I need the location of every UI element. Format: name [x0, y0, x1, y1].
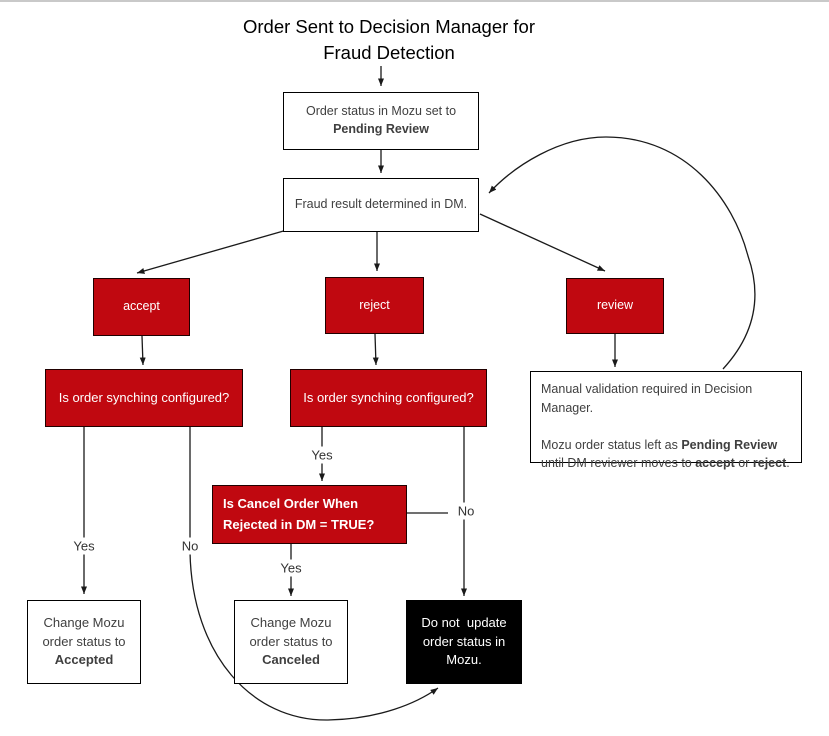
label-yes-cancel-branch: Yes: [276, 559, 306, 577]
canceled-line3: Canceled: [262, 652, 320, 668]
node-review: review: [566, 278, 664, 334]
accepted-line3: Accepted: [54, 652, 114, 668]
arrow-accept-to-sync: [139, 335, 146, 366]
node-reject: reject: [325, 277, 424, 334]
diagram-title-line1: Order Sent to Decision Manager for: [242, 16, 536, 37]
sync-question-right-text: Is order synching configured?: [303, 389, 474, 405]
node-status-canceled: Change Mozu order status to Canceled: [234, 600, 348, 684]
manual-validation-p2-accept: accept: [695, 456, 735, 471]
manual-validation-p2-end: .: [786, 456, 790, 471]
node-no-update: Do not update order status in Mozu.: [406, 600, 522, 684]
accepted-line2: order status to: [42, 633, 126, 649]
no-update-line1: Do not update: [421, 615, 507, 631]
manual-validation-p2-pre: Mozu order status left as: [541, 437, 682, 452]
node-sync-question-right: Is order synching configured?: [290, 369, 487, 427]
pending-review-line1: Order status in Mozu set to: [305, 104, 457, 119]
no-update-line2: order status in: [422, 633, 506, 649]
diagram-title: Order Sent to Decision Manager for Fraud…: [159, 14, 619, 67]
label-yes-accept-branch: Yes: [69, 537, 99, 555]
review-label: review: [596, 298, 634, 313]
canceled-line2: order status to: [249, 633, 333, 649]
node-sync-question-left: Is order synching configured?: [45, 369, 243, 427]
sync-question-left-text: Is order synching configured?: [58, 389, 230, 405]
manual-validation-p2-or: or: [734, 456, 753, 471]
node-manual-validation: Manual validation required in Decision M…: [530, 371, 802, 470]
arrow-loop-review-to-fraud: [488, 136, 756, 370]
window-top-border: [0, 0, 829, 2]
accept-label: accept: [123, 299, 160, 314]
pending-review-line2: Pending Review: [333, 122, 429, 136]
node-fraud-result: Fraud result determined in DM.: [283, 178, 479, 232]
canceled-line1: Change Mozu: [250, 615, 332, 631]
manual-validation-p2-mid: until DM reviewer moves to: [541, 456, 696, 471]
label-yes-reject-branch: Yes: [307, 446, 337, 464]
arrow-fraud-to-review: [479, 213, 606, 272]
cancel-question-line2: Rejected in DM = TRUE?: [223, 516, 375, 532]
manual-validation-paragraph2: Mozu order status left as Pending Review…: [541, 436, 791, 474]
label-no-accept-branch: No: [177, 537, 203, 555]
node-status-accepted: Change Mozu order status to Accepted: [27, 600, 141, 684]
arrow-reject-to-sync: [372, 333, 379, 366]
diagram-title-line2: Fraud Detection: [323, 42, 455, 64]
cancel-question-line1: Is Cancel Order When: [223, 496, 359, 512]
manual-validation-p2-pending-review: Pending Review: [681, 437, 778, 452]
no-update-line3: Mozu.: [446, 652, 482, 668]
manual-validation-paragraph1: Manual validation required in Decision M…: [541, 382, 753, 415]
node-cancel-question: Is Cancel Order When Rejected in DM = TR…: [212, 485, 407, 544]
node-accept: accept: [93, 278, 190, 336]
arrow-sync-no-curve-to-noupdate: [189, 427, 439, 721]
node-pending-review: Order status in Mozu set to Pending Revi…: [283, 92, 479, 150]
accepted-line1: Change Mozu: [43, 615, 125, 631]
fraud-result-text: Fraud result determined in DM.: [294, 197, 468, 212]
label-no-cancel-branch: No: [453, 502, 479, 520]
reject-label: reject: [359, 297, 390, 312]
manual-validation-p2-reject: reject: [752, 456, 787, 471]
arrow-fraud-to-accept: [136, 229, 288, 274]
